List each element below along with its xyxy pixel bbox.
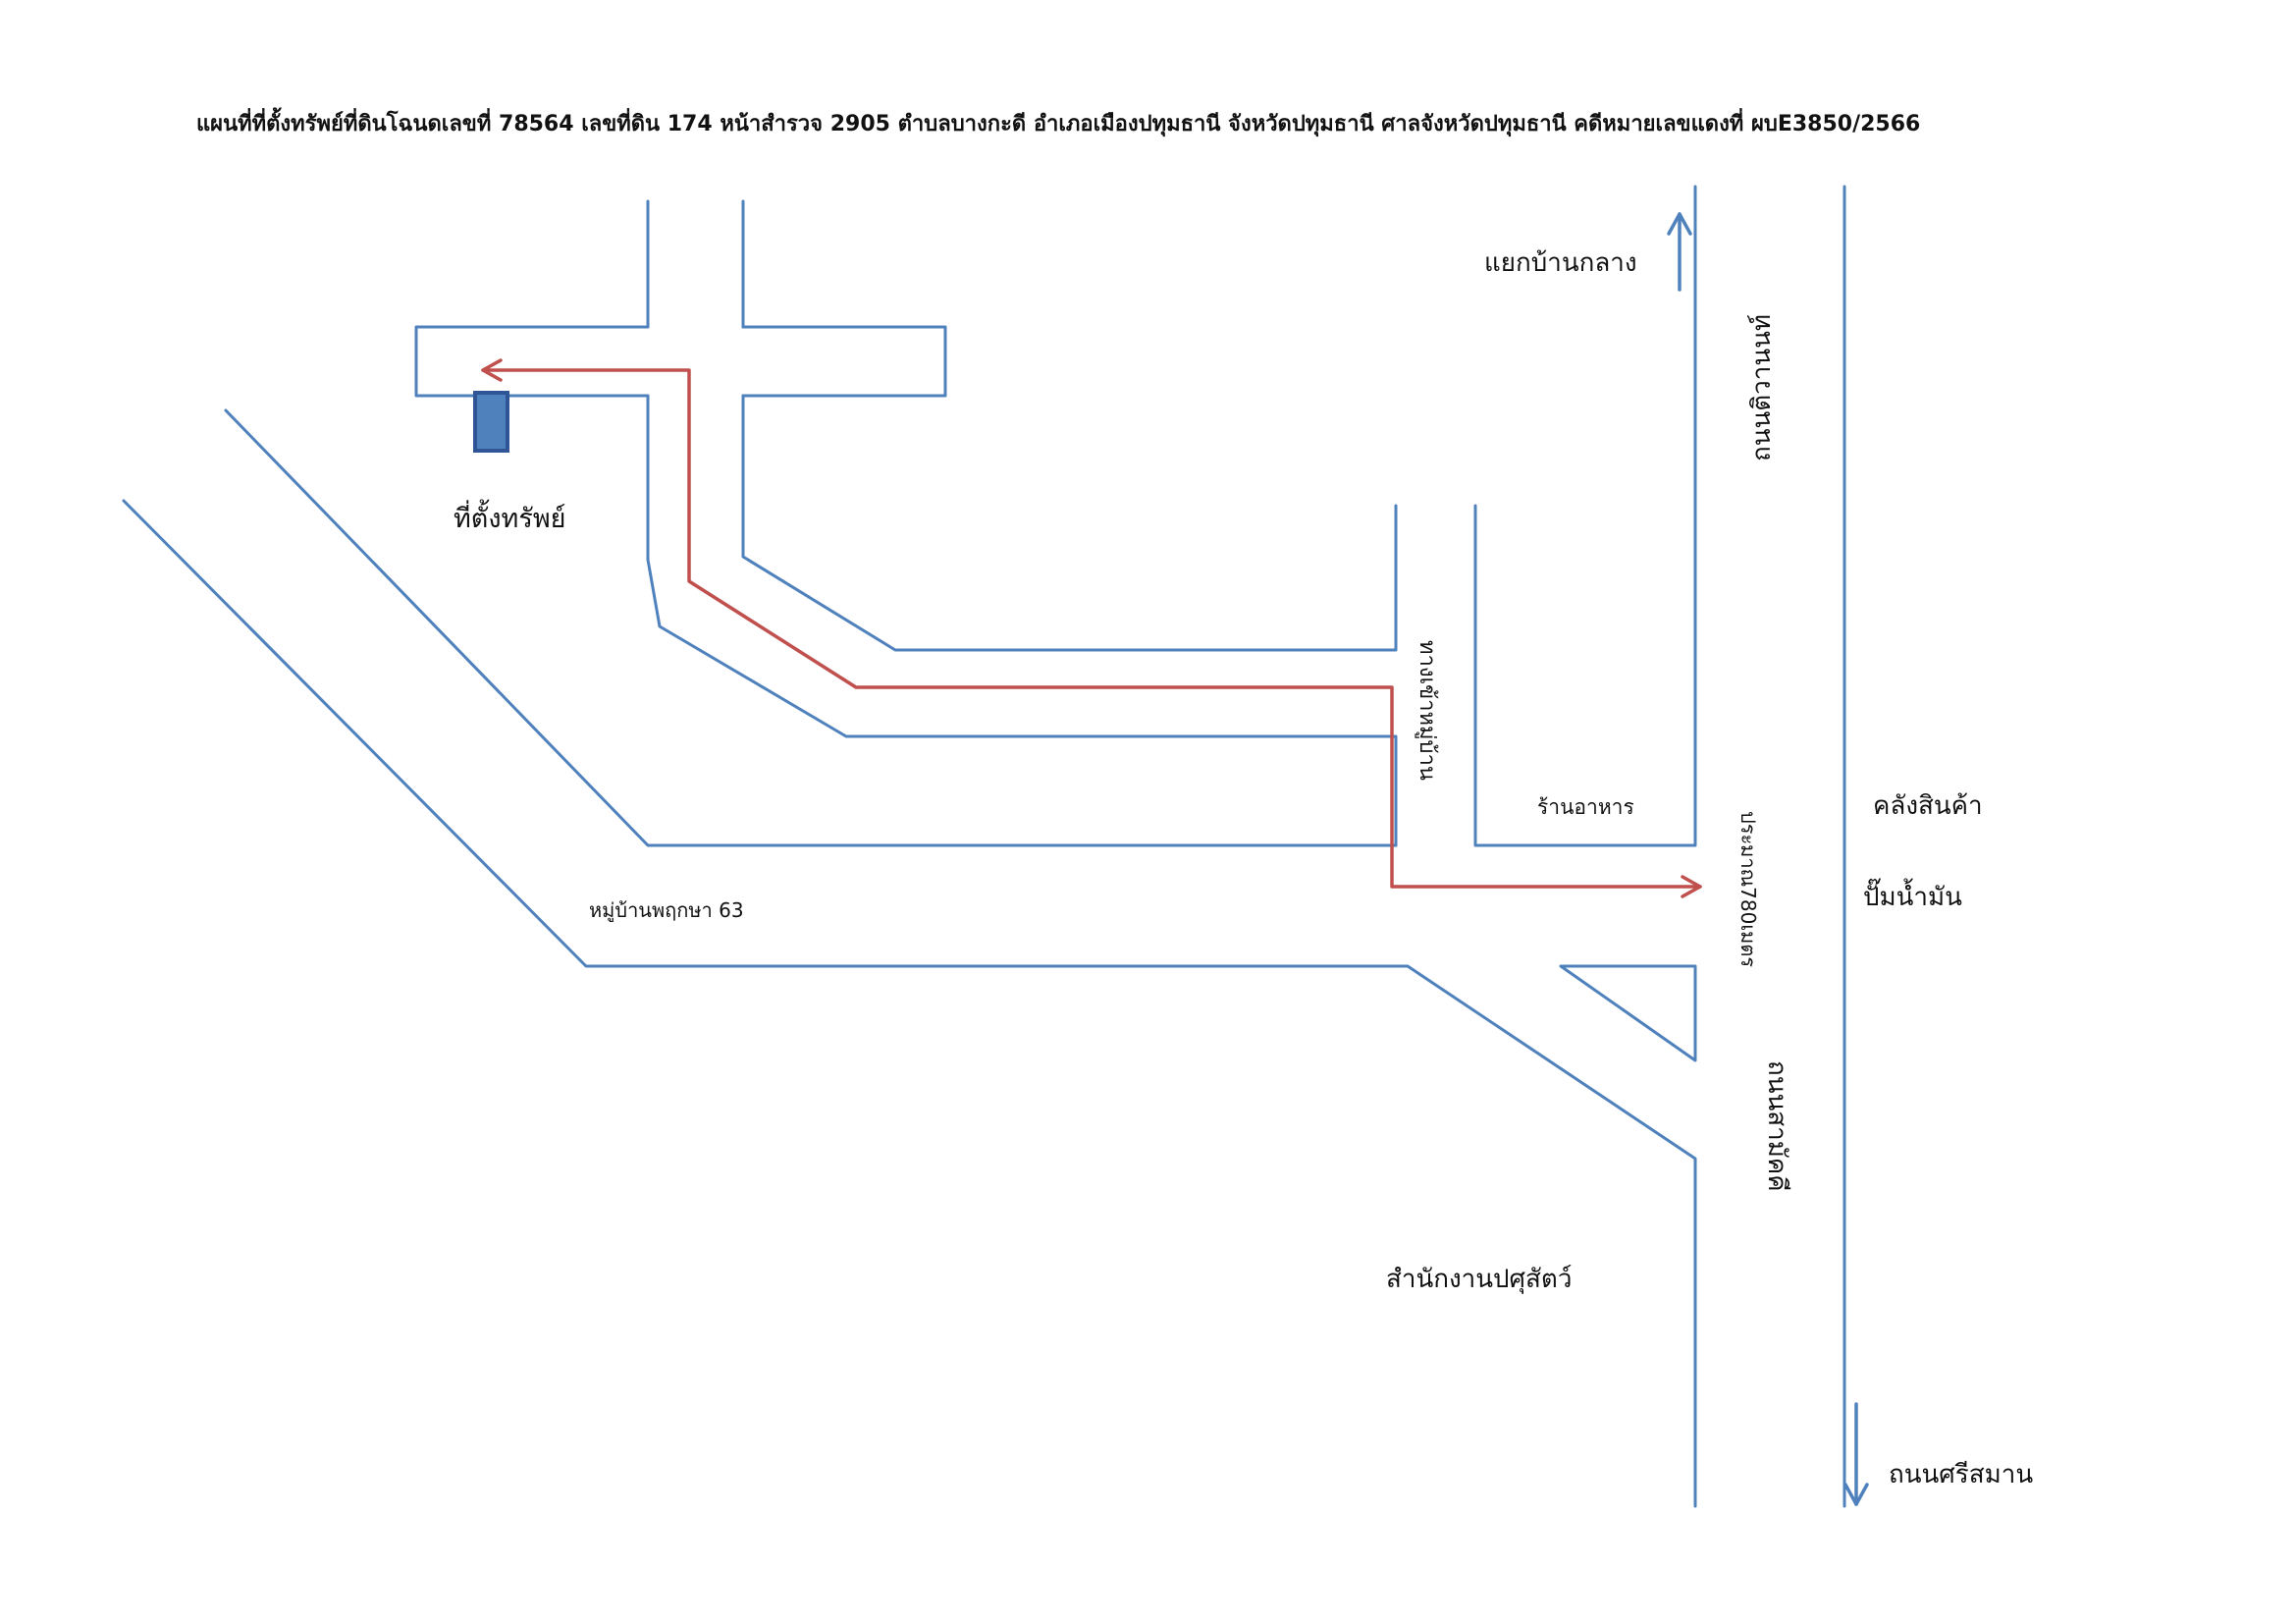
label-gas-station: ปั๊มน้ำมัน <box>1863 878 1962 912</box>
traffic-island <box>1559 964 1697 1062</box>
label-ban-klang-junction: แยกบ้านกลาง <box>1484 248 1637 278</box>
label-distance: ประมาณ780เมตร <box>1736 811 1760 967</box>
road-soi-right-edge <box>741 394 1398 652</box>
label-livestock-office: สำนักงานปศุสัตว์ <box>1386 1265 1572 1294</box>
label-tiwanon-road: ถนนติวานนท์ <box>1747 314 1777 461</box>
label-pruksa-village: หมู่บ้านพฤกษา 63 <box>589 898 744 923</box>
property-marker <box>473 391 509 453</box>
route-to-property <box>481 358 1702 898</box>
road-diagonal-inner <box>224 408 1398 847</box>
direction-arrow-south <box>1843 1402 1869 1506</box>
label-village-entrance: ทางเข้าหมู่บ้าน <box>1415 640 1439 781</box>
label-samakkhi-road: ถนนสามัคคี <box>1762 1060 1791 1192</box>
route-arrowhead-west <box>481 358 503 382</box>
route-arrowhead-east <box>1681 875 1702 898</box>
road-soi-left-edge <box>646 394 1398 847</box>
road-network <box>122 185 1846 1508</box>
label-property-location: ที่ตั้งทรัพย์ <box>454 499 565 534</box>
direction-arrow-north <box>1667 212 1692 292</box>
road-cross-top-edge-right <box>741 325 947 398</box>
route-line <box>481 368 1702 889</box>
road-diagonal-outer <box>122 499 1697 1508</box>
road-cross-top-edge-left <box>414 325 650 398</box>
road-village-entrance-right-edge <box>1473 504 1697 847</box>
label-srisaman-road: ถนนศรีสมาน <box>1889 1460 2033 1489</box>
label-warehouse: คลังสินค้า <box>1873 791 1983 821</box>
map-title: แผนที่ที่ตั้งทรัพย์ที่ดินโฉนดเลขที่ 7856… <box>196 107 1920 137</box>
label-restaurant: ร้านอาหาร <box>1537 795 1634 819</box>
